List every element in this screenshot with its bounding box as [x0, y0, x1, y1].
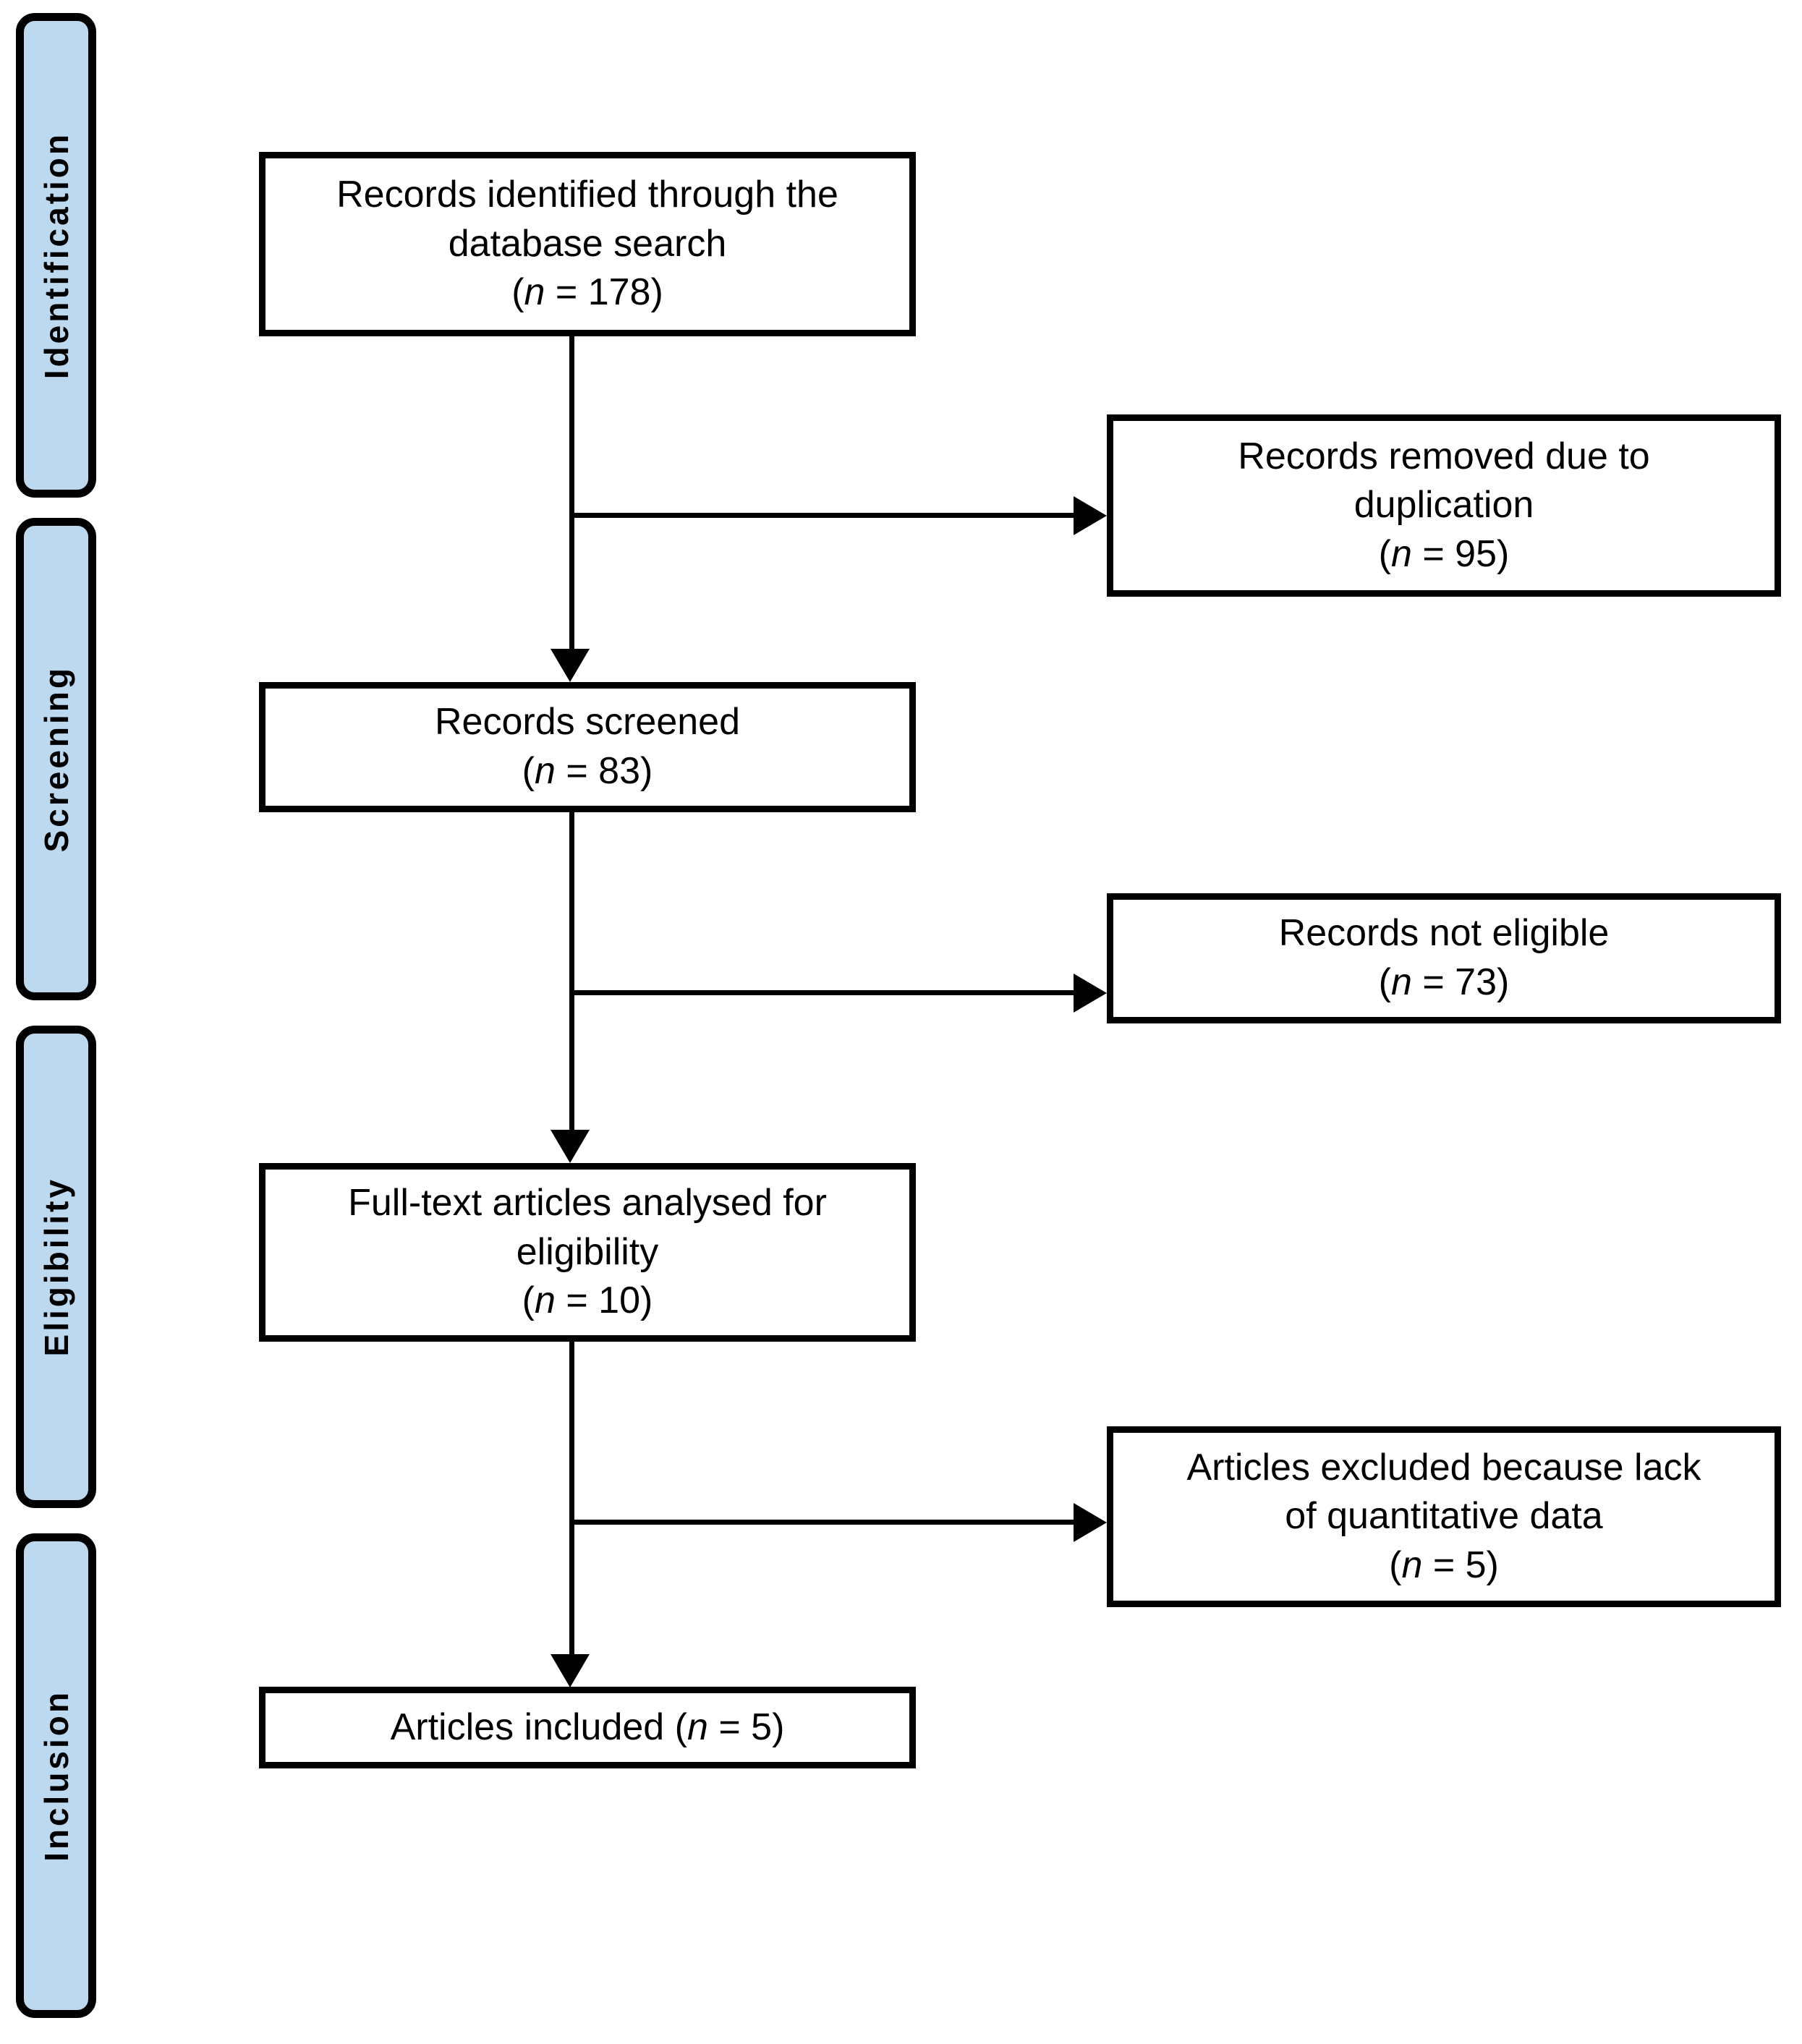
stage-bar-identification: Identification [16, 13, 96, 498]
box-records-identified-line1: Records identified through the [336, 174, 838, 216]
box-fulltext-articles-analysed-line1: Full-text articles analysed for [348, 1182, 827, 1225]
box-records-screened: Records screened (n = 83) [259, 682, 916, 812]
stage-label-identification: Identification [37, 131, 75, 380]
box-records-screened-count: (n = 83) [522, 750, 653, 792]
arrowhead-into-included [551, 1654, 590, 1687]
box-fulltext-articles-analysed-count: (n = 10) [522, 1279, 653, 1322]
arrowhead-into-excluded [1074, 1503, 1107, 1542]
box-articles-excluded-line2: of quantitative data [1285, 1495, 1603, 1538]
box-records-screened-line1: Records screened [435, 701, 740, 744]
box-records-not-eligible-line1: Records not eligible [1278, 912, 1610, 955]
box-records-removed-duplication-count: (n = 95) [1378, 532, 1510, 575]
box-records-removed-duplication: Records removed due to duplication (n = … [1107, 414, 1781, 597]
stage-label-inclusion: Inclusion [37, 1690, 75, 1862]
connector-fulltext-to-included [569, 1342, 574, 1660]
box-records-removed-duplication-line2: duplication [1353, 484, 1534, 527]
stage-label-eligibility: Eligibility [37, 1177, 75, 1357]
connector-screened-to-fulltext [569, 812, 574, 1130]
arrowhead-into-not-eligible [1074, 974, 1107, 1013]
connector-branch-to-duplicates [571, 513, 1078, 518]
box-records-identified: Records identified through the database … [259, 152, 916, 336]
connector-branch-to-not-eligible [571, 990, 1078, 995]
stage-bar-screening: Screening [16, 518, 96, 1000]
box-records-not-eligible-count: (n = 73) [1378, 961, 1510, 1003]
box-records-identified-line2: database search [448, 222, 727, 265]
stage-label-screening: Screening [37, 665, 75, 853]
box-articles-excluded: Articles excluded because lack of quanti… [1107, 1426, 1781, 1607]
box-fulltext-articles-analysed-line2: eligibility [516, 1230, 659, 1273]
box-records-removed-duplication-line1: Records removed due to [1238, 435, 1650, 477]
box-articles-excluded-line1: Articles excluded because lack [1186, 1446, 1701, 1489]
arrowhead-into-duplicates [1074, 496, 1107, 535]
box-articles-included: Articles included (n = 5) [259, 1687, 916, 1768]
box-fulltext-articles-analysed: Full-text articles analysed for eligibil… [259, 1163, 916, 1342]
arrowhead-into-screened [551, 649, 590, 682]
box-records-identified-count: (n = 178) [511, 271, 663, 314]
stage-bar-eligibility: Eligibility [16, 1026, 96, 1508]
box-records-not-eligible: Records not eligible (n = 73) [1107, 893, 1781, 1023]
stage-bar-inclusion: Inclusion [16, 1533, 96, 2018]
connector-identified-to-screened [569, 336, 574, 655]
arrowhead-into-fulltext [551, 1130, 590, 1163]
connector-branch-to-excluded [571, 1520, 1078, 1525]
box-articles-included-text: Articles included (n = 5) [390, 1706, 785, 1748]
box-articles-excluded-count: (n = 5) [1389, 1543, 1499, 1586]
